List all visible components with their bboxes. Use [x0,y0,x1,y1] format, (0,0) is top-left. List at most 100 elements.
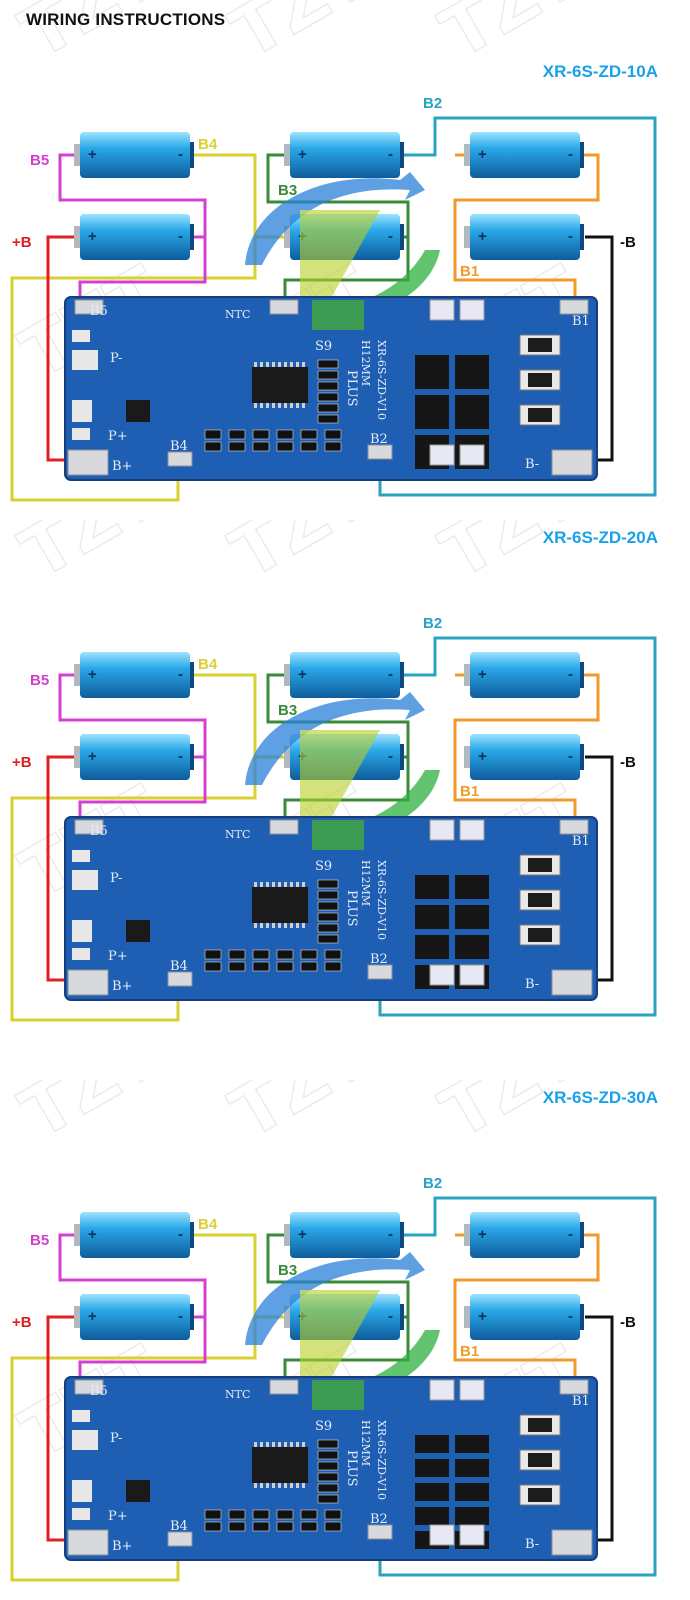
label-b4: B4 [198,656,218,673]
cell-plus-mark: + [298,1226,307,1243]
silk-p-plus: P+ [108,429,128,444]
label-b5: B5 [30,152,49,169]
cell-plus-mark: + [88,228,97,245]
silk-plus-text: PLUS [344,1450,359,1487]
battery-cell: +- [284,132,404,178]
wiring-diagram-3: XR-6S-ZD-30ATZTTZTTZTTZTTZTTZT+-+-+-+-+-… [0,1080,690,1600]
silk-p-minus: P- [110,1431,122,1446]
label-b1: B1 [460,1343,479,1360]
battery-cell: +- [284,1212,404,1258]
label-minus-b: -B [620,234,636,251]
silk-hmark: H12MM [359,860,372,906]
diagram-svg: TZTTZTTZTTZTTZTTZT+-+-+-+-+-+-B5B1B+B4B2… [7,0,657,502]
cell-minus-mark: - [388,748,393,765]
label-minus-b: -B [620,754,636,771]
pad-b3 [269,1379,299,1395]
battery-cell: +- [464,214,584,260]
silk-p-minus: P- [110,351,122,366]
svg-text:TZT: TZT [218,520,386,595]
silk-b5: B5 [90,824,108,839]
cell-minus-mark: - [178,1226,183,1243]
silk-b2: B2 [370,432,388,447]
pad-b5 [74,299,104,315]
silk-b-plus: B+ [112,459,132,474]
silk-b5: B5 [90,304,108,319]
silk-b1: B1 [572,834,590,849]
pad-b1 [559,1379,589,1395]
silk-p-plus: P+ [108,1509,128,1524]
wire-b5 [58,673,207,825]
cell-plus-mark: + [478,228,487,245]
silk-ntc: NTC [225,1388,250,1401]
silk-plus-text: PLUS [344,370,359,407]
wire-b5 [58,1233,207,1385]
cell-minus-mark: - [568,748,573,765]
cell-minus-mark: - [178,228,183,245]
silk-b1: B1 [572,314,590,329]
silk-b2: B2 [370,952,388,967]
silk-b4: B4 [170,439,188,454]
silk-b-minus: B- [525,977,539,992]
wire-b5 [58,153,207,305]
pad-b-minus [551,1529,593,1556]
battery-cell: +- [464,132,584,178]
silk-hmark: H12MM [359,1420,372,1466]
silk-ntc: NTC [225,828,250,841]
wire-b4b [10,237,257,502]
silk-b4: B4 [170,959,188,974]
cell-minus-mark: - [568,228,573,245]
battery-cell: +- [464,1294,584,1340]
svg-text:TZT: TZT [8,520,176,595]
label-b5: B5 [30,1232,49,1249]
wire-b2 [378,636,657,1017]
silk-board-version: XR-6S-ZD-V10 [375,340,388,420]
label-b1: B1 [460,263,479,280]
silk-board-version: XR-6S-ZD-V10 [375,860,388,940]
label-b3: B3 [278,702,297,719]
model-label: XR-6S-ZD-30A [542,1088,658,1107]
pad-b-minus [551,969,593,996]
pad-b-plus [67,1529,109,1556]
silk-p-minus: P- [110,871,122,886]
label-plus-b: +B [12,1314,32,1331]
silk-plus-text: PLUS [344,890,359,927]
label-b4: B4 [198,136,218,153]
cell-plus-mark: + [88,1308,97,1325]
silk-chip-text: S9 [315,1419,332,1434]
label-b2: B2 [423,615,442,632]
label-b1: B1 [460,783,479,800]
svg-text:TZT: TZT [8,1080,176,1155]
silk-b5: B5 [90,1384,108,1399]
label-b3: B3 [278,182,297,199]
cell-minus-mark: - [388,666,393,683]
cell-plus-mark: + [478,146,487,163]
wire-b2 [378,116,657,497]
cell-minus-mark: - [568,146,573,163]
pad-b1 [559,819,589,835]
pad-b4 [167,971,193,987]
silk-chip-text: S9 [315,339,332,354]
cell-minus-mark: - [388,1226,393,1243]
label-b2: B2 [423,1175,442,1192]
wire-plus-b [46,1315,80,1542]
pad-b-plus [67,969,109,996]
svg-text:TZT: TZT [218,0,386,75]
wire-b4b [10,757,257,1022]
label-b3: B3 [278,1262,297,1279]
battery-cell: +- [464,652,584,698]
pad-b3 [269,819,299,835]
battery-cell: +- [284,652,404,698]
battery-cell: +- [464,1212,584,1258]
silk-b1: B1 [572,1394,590,1409]
cell-minus-mark: - [388,146,393,163]
wire-plus-b [46,235,80,462]
label-plus-b: +B [12,234,32,251]
diagram-svg: TZTTZTTZTTZTTZTTZT+-+-+-+-+-+-B5B1B+B4B2… [7,520,657,1022]
diagram-svg: TZTTZTTZTTZTTZTTZT+-+-+-+-+-+-B5B1B+B4B2… [7,1080,657,1582]
cell-plus-mark: + [478,748,487,765]
silk-b-plus: B+ [112,1539,132,1554]
cell-plus-mark: + [298,666,307,683]
cell-plus-mark: + [88,666,97,683]
cell-plus-mark: + [478,1226,487,1243]
